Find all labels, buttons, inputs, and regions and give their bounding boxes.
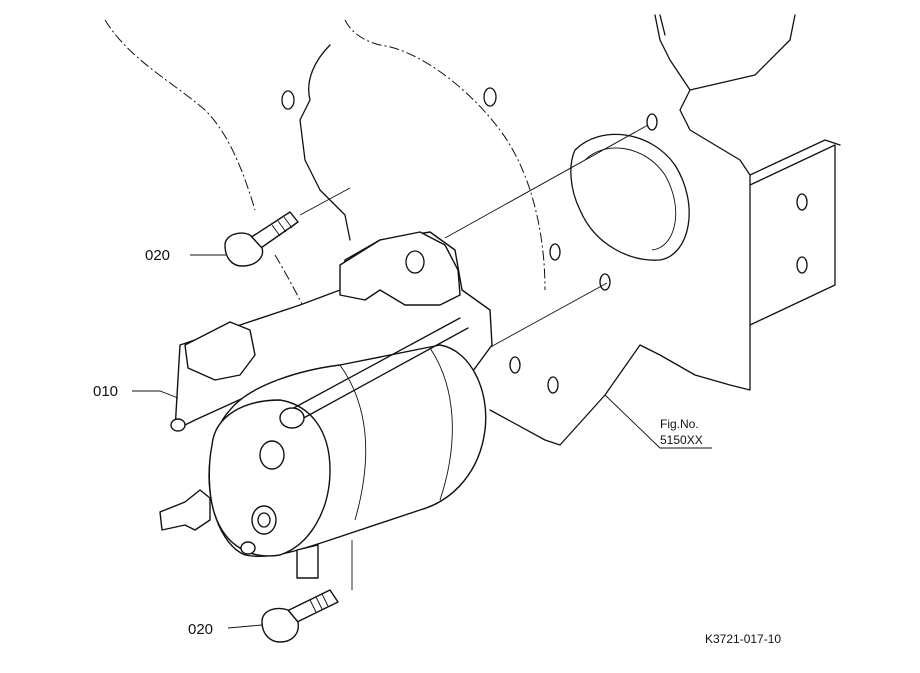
mount-bracket-top [749, 139, 841, 176]
starter-opening-inner [584, 147, 677, 251]
starter-opening [570, 133, 690, 261]
starter-motor [159, 231, 493, 579]
alignment-line [444, 124, 649, 239]
end-bushing-lower-inner [257, 512, 271, 528]
flywheel-housing [299, 44, 351, 241]
housing-ridge [689, 14, 796, 91]
housing-edge-top [659, 14, 666, 36]
bracket-hole [796, 193, 808, 211]
housing-hole [549, 243, 561, 261]
cover-screw [240, 541, 256, 555]
bracket-hole [796, 256, 808, 274]
starter-terminal-cap [184, 321, 256, 381]
callout-leader-bolt-bottom [227, 624, 263, 629]
terminal-post [159, 489, 211, 531]
bolt-lower-head [261, 607, 299, 643]
engine-block-outline-inner [344, 19, 546, 291]
bolt-upper-head [224, 232, 264, 267]
bolt-lower [261, 589, 339, 643]
callout-starter: 010 [93, 383, 118, 400]
flywheel-housing-right [489, 14, 751, 446]
callout-leader-starter [132, 390, 179, 399]
housing-hole [646, 113, 658, 131]
housing-hole [483, 87, 497, 107]
yoke-band [339, 347, 453, 521]
housing-hole [509, 356, 521, 374]
callout-bolt-top: 020 [145, 247, 170, 264]
starter-mount-flange [339, 231, 461, 306]
figure-ref-number: 5150XX [660, 433, 703, 447]
housing-hole [599, 273, 611, 291]
bolt-lower-thread [309, 593, 329, 613]
end-bushing [259, 440, 285, 470]
flange-hole [405, 250, 425, 274]
through-bolt [289, 317, 469, 421]
pinion-shaft [296, 544, 319, 579]
engine-block-outline [104, 19, 256, 211]
end-bushing-lower [251, 505, 277, 535]
starter-end-cover [208, 399, 331, 557]
drawing-code: K3721-017-10 [705, 632, 781, 646]
through-bolt-head [279, 407, 305, 429]
figure-ref-label: Fig.No. [660, 417, 699, 431]
housing-hole [281, 90, 295, 110]
callout-bolt-bottom: 020 [188, 621, 213, 638]
callout-leader-figref [604, 394, 712, 449]
bolt-upper-thread [271, 216, 293, 237]
mount-bracket [749, 144, 836, 326]
bolt-upper [224, 211, 299, 267]
cover-screw [170, 418, 186, 432]
alignment-line [299, 187, 351, 216]
housing-hole [547, 376, 559, 394]
